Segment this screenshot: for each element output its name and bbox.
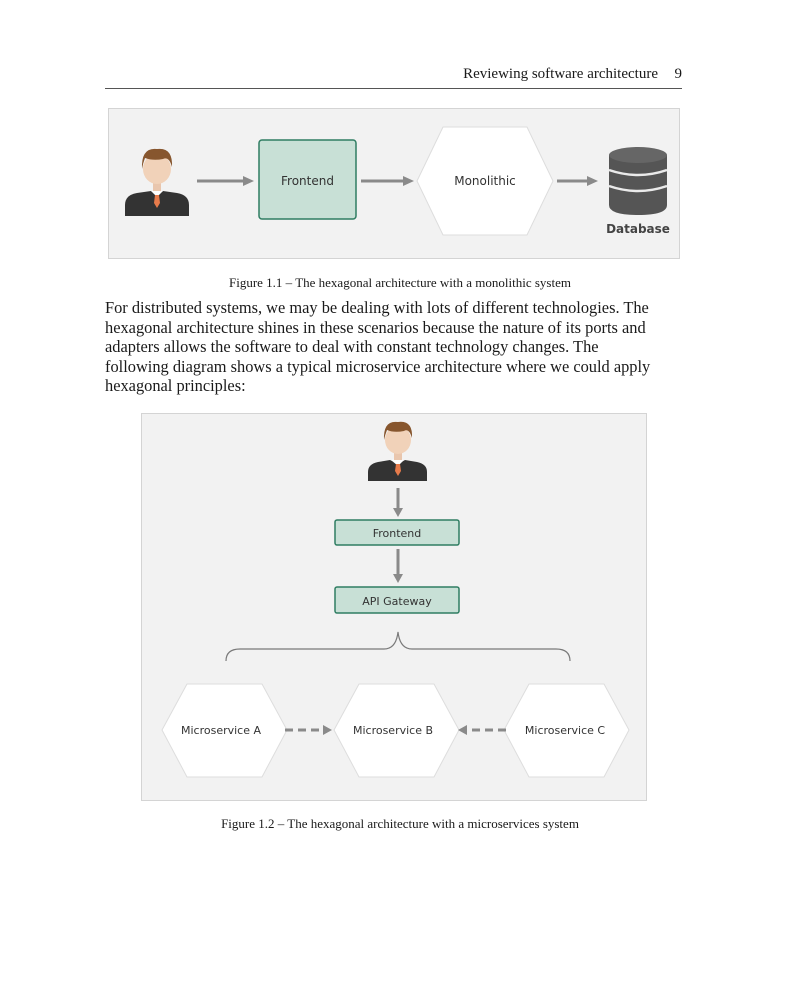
- page-number: 9: [674, 66, 683, 82]
- dashed-arrow-c-to-b: [458, 725, 506, 735]
- microservice-b-label: Microservice B: [353, 724, 433, 737]
- microservice-a-label: Microservice A: [181, 724, 262, 737]
- arrow: [197, 176, 254, 186]
- microservice-c-label: Microservice C: [525, 724, 606, 737]
- body-paragraph-text: For distributed systems, we may be deali…: [105, 298, 651, 395]
- frontend-label: Frontend: [373, 527, 422, 540]
- frontend-label: Frontend: [281, 174, 334, 188]
- figure-1-caption: Figure 1.1 – The hexagonal architecture …: [228, 275, 571, 290]
- arrow: [361, 176, 414, 186]
- figure-1-diagram: Frontend Monolithic Database: [125, 126, 670, 236]
- api-gateway-node: [334, 586, 460, 614]
- monolithic-label: Monolithic: [454, 174, 516, 188]
- user-icon: [125, 148, 189, 216]
- running-head-title: Reviewing software architecture: [463, 66, 658, 82]
- figure-2-panel: Frontend API Gateway Microservice A Micr…: [141, 413, 647, 801]
- grouping-brace: [225, 631, 571, 662]
- monolithic-hexagon: [416, 126, 554, 236]
- dashed-arrow-a-to-b: [285, 725, 332, 735]
- frontend-node: [258, 139, 357, 220]
- figure-2-caption: Figure 1.2 – The hexagonal architecture …: [221, 816, 579, 831]
- running-head: Reviewing software architecture 9: [105, 64, 682, 89]
- database-icon: [608, 147, 668, 215]
- figure-2-diagram: Frontend API Gateway Microservice A Micr…: [161, 421, 630, 778]
- arrow: [393, 488, 403, 517]
- microservice-c-hexagon: [503, 683, 630, 778]
- user-icon: [368, 421, 427, 481]
- database-label: Database: [606, 222, 670, 236]
- body-paragraph: For distributed systems, we may be deali…: [105, 298, 665, 396]
- api-gateway-label: API Gateway: [362, 595, 432, 608]
- frontend-node: [334, 519, 460, 546]
- figure-1-panel: Frontend Monolithic Database: [108, 108, 680, 259]
- arrow: [557, 176, 598, 186]
- arrow: [393, 549, 403, 583]
